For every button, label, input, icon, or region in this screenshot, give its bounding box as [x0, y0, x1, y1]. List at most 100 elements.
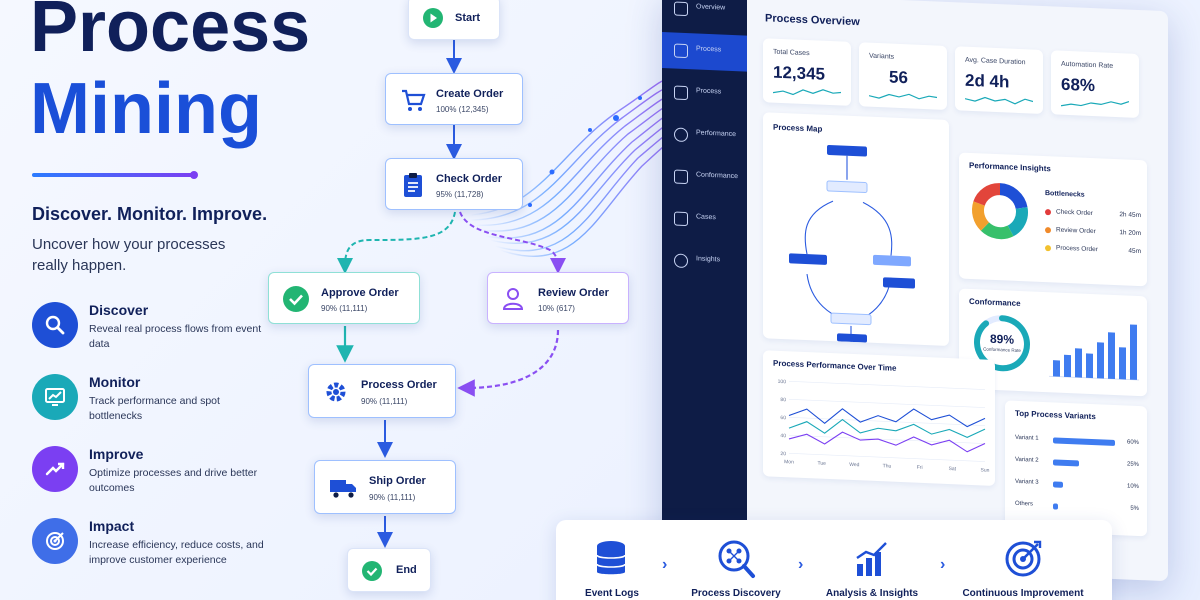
shield-icon — [674, 169, 688, 185]
feature-impact: Impact Increase efficiency, reduce costs… — [32, 518, 272, 578]
feature-monitor: Monitor Track performance and spot bottl… — [32, 374, 272, 434]
nav-item-performance[interactable]: Performance — [662, 116, 747, 156]
process-icon — [674, 43, 688, 59]
lightbulb-icon — [674, 253, 688, 269]
step-analysis-insights[interactable]: Analysis & Insights — [812, 520, 932, 600]
bottlenecks-title: Bottlenecks — [1045, 190, 1085, 199]
check-circle-icon — [283, 286, 309, 312]
nav-label: Insights — [696, 255, 721, 264]
feature-desc: Reveal real process flows from event dat… — [89, 323, 262, 350]
nav-item-conformance[interactable]: Conformance — [662, 158, 747, 198]
variant-value: 5% — [1130, 505, 1139, 512]
feature-desc: Track performance and spot bottlenecks — [89, 395, 220, 422]
node-title: Start — [455, 12, 481, 24]
conformance-bar — [1097, 342, 1104, 379]
flow-node-create-order[interactable]: Create Order 100% (12,345) — [385, 73, 523, 125]
dashboard-sidebar: Overview Process Process Performance Con… — [662, 0, 747, 564]
nav-label: Performance — [696, 129, 737, 139]
series-line — [788, 418, 986, 438]
variant-bar — [1053, 437, 1115, 446]
grid-line — [789, 453, 985, 462]
card-title: Top Process Variants — [1015, 408, 1096, 422]
flow-node-review-order[interactable]: Review Order 10% (617) — [487, 272, 629, 324]
variant-row: Variant 3 10% — [1015, 477, 1139, 496]
conformance-bars — [1049, 324, 1139, 381]
donut-slice — [972, 201, 990, 231]
donut-slice — [973, 183, 1001, 206]
y-tick-label: 80 — [780, 397, 786, 403]
node-title: End — [396, 564, 417, 576]
flow-node-start[interactable]: Start — [408, 0, 500, 40]
flow-node-ship-order[interactable]: Ship Order 90% (11,111) — [314, 460, 456, 514]
hero-title: Process Mining — [30, 0, 310, 150]
play-icon — [423, 8, 443, 28]
sparkline — [773, 89, 841, 96]
bullet-dot — [1045, 227, 1051, 234]
variant-value: 10% — [1126, 483, 1139, 490]
kpi-value: 12,345 — [773, 62, 825, 84]
nav-label: Cases — [696, 213, 716, 222]
feature-desc: Optimize processes and drive better outc… — [89, 467, 258, 494]
nav-label: Overview — [696, 3, 726, 12]
target-icon — [1005, 540, 1042, 577]
variant-label: Variant 3 — [1015, 478, 1039, 486]
trend-up-icon — [32, 446, 78, 492]
y-tick-label: 100 — [778, 379, 787, 385]
step-process-discovery[interactable]: Process Discovery — [676, 520, 796, 600]
dashboard-title: Process Overview — [765, 12, 860, 29]
series-line — [788, 431, 986, 453]
nav-item-insights[interactable]: Insights — [662, 242, 747, 282]
chevron-right-icon: › — [798, 556, 804, 573]
nav-item-process-map[interactable]: Process — [662, 74, 747, 114]
donut-slice — [999, 183, 1028, 210]
flow-node-process-order[interactable]: Process Order 90% (11,111) — [308, 364, 456, 418]
dashboard-panel: Overview Process Process Performance Con… — [662, 0, 1168, 582]
database-icon — [596, 541, 626, 575]
node-title: Review Order — [538, 287, 609, 299]
nav-item-process[interactable]: Process — [662, 32, 747, 72]
step-continuous-improvement[interactable]: Continuous Improvement — [958, 520, 1088, 600]
target-icon — [32, 518, 78, 564]
node-stat: 90% (11,111) — [321, 304, 368, 313]
nav-item-cases[interactable]: Cases — [662, 200, 747, 240]
flow-node-approve-order[interactable]: Approve Order 90% (11,111) — [268, 272, 420, 324]
monitor-chart-icon — [32, 374, 78, 420]
nav-label: Process — [696, 87, 722, 96]
node-stat: 90% (11,111) — [369, 493, 416, 502]
step-event-logs[interactable]: Event Logs — [552, 520, 672, 600]
conformance-gauge — [974, 315, 1030, 372]
card-title: Performance Insights — [969, 160, 1051, 174]
check-circle-icon — [362, 561, 382, 581]
donut-slice — [980, 222, 1014, 240]
bottleneck-row: Check Order 2h 45m — [1045, 206, 1141, 224]
variant-bar — [1053, 481, 1064, 488]
bottleneck-donut — [972, 183, 1028, 240]
bullet-dot — [1045, 245, 1051, 252]
conformance-bar — [1119, 347, 1126, 380]
performance-insights-card: Performance Insights Bottlenecks Check O… — [959, 152, 1147, 287]
bottleneck-value: 2h 45m — [1119, 211, 1141, 220]
nav-item-overview[interactable]: Overview — [662, 0, 747, 30]
x-tick-label: Sun — [981, 467, 990, 473]
sparkline — [869, 93, 937, 100]
bottleneck-label: Process Order — [1056, 244, 1098, 254]
kpi-card: Total Cases 12,345 — [763, 38, 851, 106]
process-map-diagram — [789, 144, 915, 343]
node-stat: 10% (617) — [538, 304, 575, 313]
truck-icon — [330, 480, 356, 498]
conformance-bar — [1064, 354, 1071, 378]
kpi-card: Variants 56 — [859, 42, 947, 110]
donut-slice — [1007, 207, 1028, 237]
kpi-value: 56 — [889, 67, 908, 88]
node-title: Approve Order — [321, 287, 399, 299]
card-title: Process Performance Over Time — [773, 358, 897, 373]
network-icon — [674, 85, 688, 101]
chart-icon — [674, 1, 688, 17]
bar-chart-icon — [856, 542, 887, 576]
step-label: Continuous Improvement — [962, 588, 1084, 599]
flow-node-check-order[interactable]: Check Order 95% (11,728) — [385, 158, 523, 210]
flow-node-end[interactable]: End — [347, 548, 431, 592]
bottleneck-label: Review Order — [1056, 226, 1096, 236]
